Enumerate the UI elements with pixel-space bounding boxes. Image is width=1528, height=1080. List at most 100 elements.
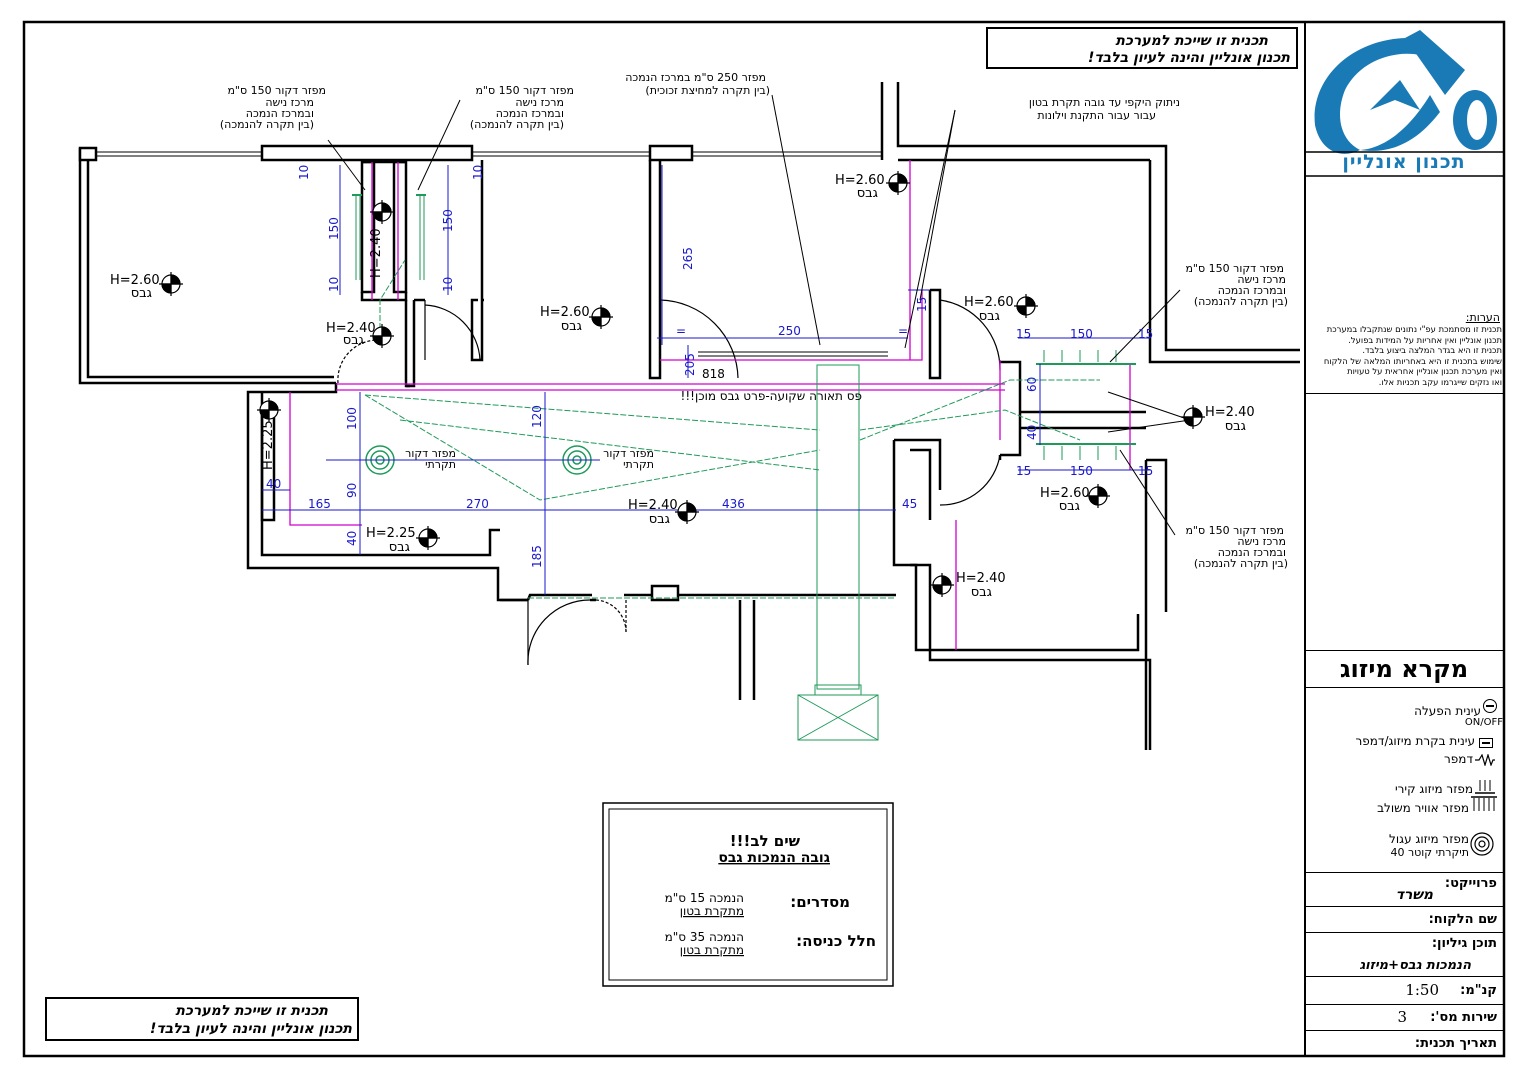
gypsum-label: גבס [649,512,670,527]
legend-item-label: עינית בקרת מיזוג/דמפר [1355,734,1475,748]
annotation-line: ובמרכז הנמכה [496,107,564,120]
gypsum-label: גבס [1225,419,1246,434]
legend-item: עינית בקרת מיזוג/דמפר [1355,734,1475,748]
onoff-switch-icon [1483,699,1497,713]
legend-item-sub: ON/OFF [1464,717,1503,728]
dimension-value: 10 [297,165,311,180]
legend-item-label: מפזר אוויר משולב [1377,801,1469,815]
dimension-value: 185 [530,545,544,568]
legend-title-cell: מקרא מיזוג [1305,650,1503,688]
annotation-line: (בין תקרה להנמכה) [470,118,564,131]
annotation-line: מרכז נישה [1237,535,1286,548]
sheet-number-value: 3 [1397,1008,1407,1026]
round-diffuser-icon [1470,832,1494,856]
company-logo [1305,30,1503,177]
diffuser-250 [698,351,888,357]
annotation-line: ובמרכז הנמכה [246,107,314,120]
gypsum-label: גבס [979,309,1000,324]
svg-text:הנמכה 35 ס"מ: הנמכה 35 ס"מ [665,930,744,944]
ductwork [364,259,1100,741]
dimension-value: 10 [327,277,341,292]
svg-text:מסדרים:: מסדרים: [790,893,850,911]
svg-text:הנמכה 15 ס"מ: הנמכה 15 ס"מ [665,891,744,905]
annotation-texts: מפזר דקור 150 ס"מ מרכז נישה ובמרכז הנמכה… [220,71,1288,570]
client-row: שם הלקוח: [1305,906,1503,932]
dimension-labels: 10 150 10 10 150 10 265 250 15 = = 205 8… [266,165,1153,568]
logo-text: תכנון אונליין [1342,151,1466,173]
control-panel-icon [1479,738,1493,748]
height-label: H=2.40 [628,498,678,513]
scale-label: קנ"מ: [1460,983,1497,998]
annotation-line: תקרתי [623,458,654,471]
dimension-value: 150 [1070,464,1093,478]
svg-text:גובה הנמכות גבס: גובה הנמכות גבס [718,850,830,866]
project-value: משרד [1395,887,1433,903]
dimension-value: 40 [1025,425,1039,440]
walls [78,82,1300,750]
height-label: H=2.60 [964,295,1014,310]
dimension-value: 150 [441,209,455,232]
height-label: H=2.60 [1040,486,1090,501]
height-label: H=2.60 [835,173,885,188]
legend-item-label: מפזר מיזוג עגול [1389,832,1469,846]
annotation-line: (בין תקרה למחיצת זכוכית) [645,84,770,97]
svg-text:תכנון אונליין והינה לעיון בלבד: תכנון אונליין והינה לעיון בלבד! [150,1021,352,1037]
dimension-value: 10 [471,165,485,180]
dimension-value: 270 [466,497,489,511]
dimension-value: = [676,324,686,338]
gypsum-label: גבס [561,319,582,334]
scale-value: 1:50 [1405,981,1439,999]
svg-text:שים לב!!!: שים לב!!! [730,832,801,850]
annotation-line: מפזר דקור 150 ס"מ [1185,262,1284,275]
sheet-content-label: תוכן גיליון: [1431,936,1497,951]
linear-diffusers [352,194,1136,445]
dimension-value: 150 [327,217,341,240]
sheet-border [22,20,1506,1058]
annotation-line: מפזר דקור 150 ס"מ [475,84,574,97]
dimension-value: 165 [308,497,331,511]
leader-lines [327,94,1191,536]
height-label: H=2.40 [369,228,384,278]
gypsum-label: גבס [131,286,152,301]
annotation-line: ובמרכז הנמכה [1218,284,1286,297]
legend-item: דמפר [1444,752,1473,766]
svg-text:חלל כניסה:: חלל כניסה: [796,932,876,950]
damper-icon [1475,754,1495,766]
annotation-line: מפזר דקור [405,447,456,460]
legend-item-label: דמפר [1444,752,1473,766]
note-line: ואין מערכת תכנון אונליין אחראית על טעויו… [1347,366,1502,377]
dimension-value: 15 [915,297,929,312]
wall-diffuser-icon [1475,780,1495,794]
svg-text:מתקרת בטון: מתקרת בטון [680,943,744,957]
dimension-value: = [898,324,908,338]
dimension-value: 15 [1138,327,1153,341]
sheet-number-row: שירות מס': 3 [1305,1004,1503,1030]
gypsum-label: גבס [971,585,992,600]
dimension-lines [262,165,1150,595]
height-label: H=2.25 [366,526,416,541]
gypsum-label: גבס [389,540,410,555]
sheet-content-value: הנמכות גבס+מיזוג [1359,958,1471,973]
legend-item: מפזר מיזוג עגול [1389,832,1469,846]
height-label: H=2.40 [326,321,376,336]
dimension-value: 436 [722,497,745,511]
annotation-line: מרכז נישה [515,96,564,109]
notes-title: הערות: [1465,311,1500,324]
dimension-value: 45 [902,497,917,511]
sheet-number-label: שירות מס': [1430,1010,1497,1025]
svg-text:מתקרת בטון: מתקרת בטון [680,904,744,918]
note-line: תכנון אונליין ואין אחריות על המידות בפוע… [1348,334,1502,345]
dimension-value: 15 [1016,464,1031,478]
dimension-value: 10 [441,277,455,292]
dimension-value: 40 [345,531,359,546]
legend-item: עינית הפעלה [1414,704,1481,718]
svg-text:תכנון אונליין והינה לעיון בלבד: תכנון אונליין והינה לעיון בלבד! [1088,50,1290,66]
gypsum-outline-lines [289,160,1131,650]
dimension-value: 250 [778,324,801,338]
dimension-value: 265 [681,247,695,270]
annotation-line: (בין תקרה להנמכה) [1194,557,1288,570]
annotation-line: מפזר דקור 150 ס"מ [227,84,326,97]
legend-item-sub: תיקרתי קוטר 40 [1390,846,1469,859]
height-label: H=2.60 [540,305,590,320]
height-marker-symbols [159,171,1205,597]
